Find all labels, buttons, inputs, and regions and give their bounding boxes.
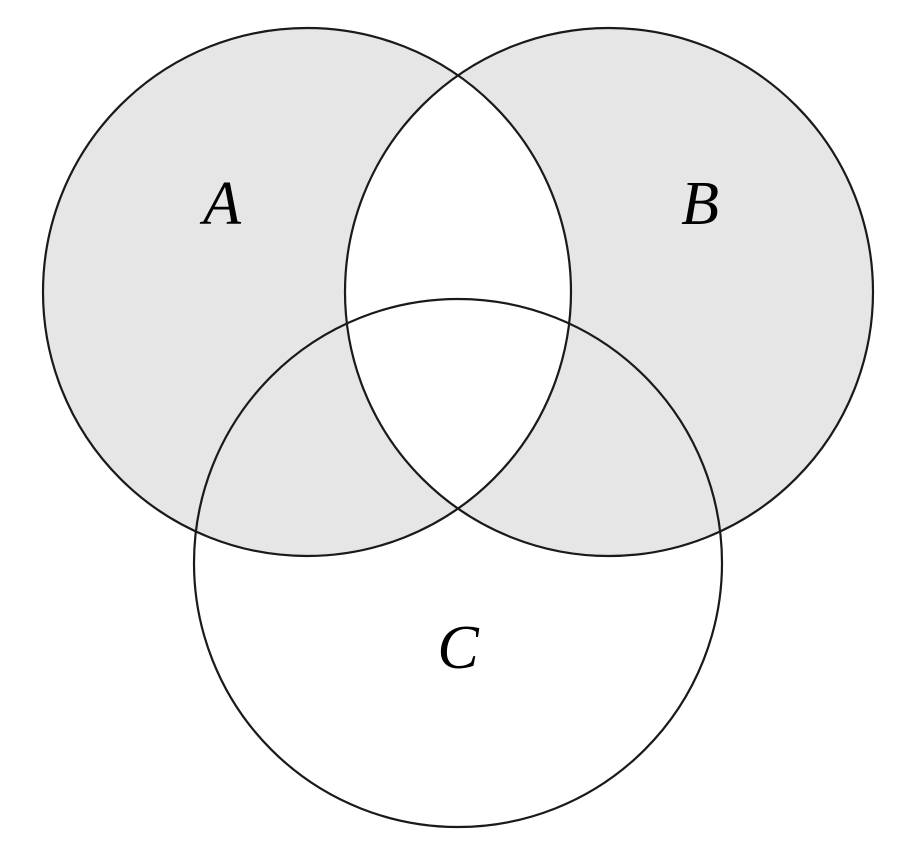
set-c-label: C: [437, 614, 479, 682]
set-b-label: B: [681, 170, 719, 238]
set-a-circle: [41, 26, 573, 558]
shaded-region-symmetric-difference: [43, 28, 873, 556]
set-b-fill: [345, 28, 873, 556]
set-a-label: A: [199, 170, 242, 238]
set-b-circle: [343, 26, 875, 558]
set-c-circle: [192, 297, 724, 829]
